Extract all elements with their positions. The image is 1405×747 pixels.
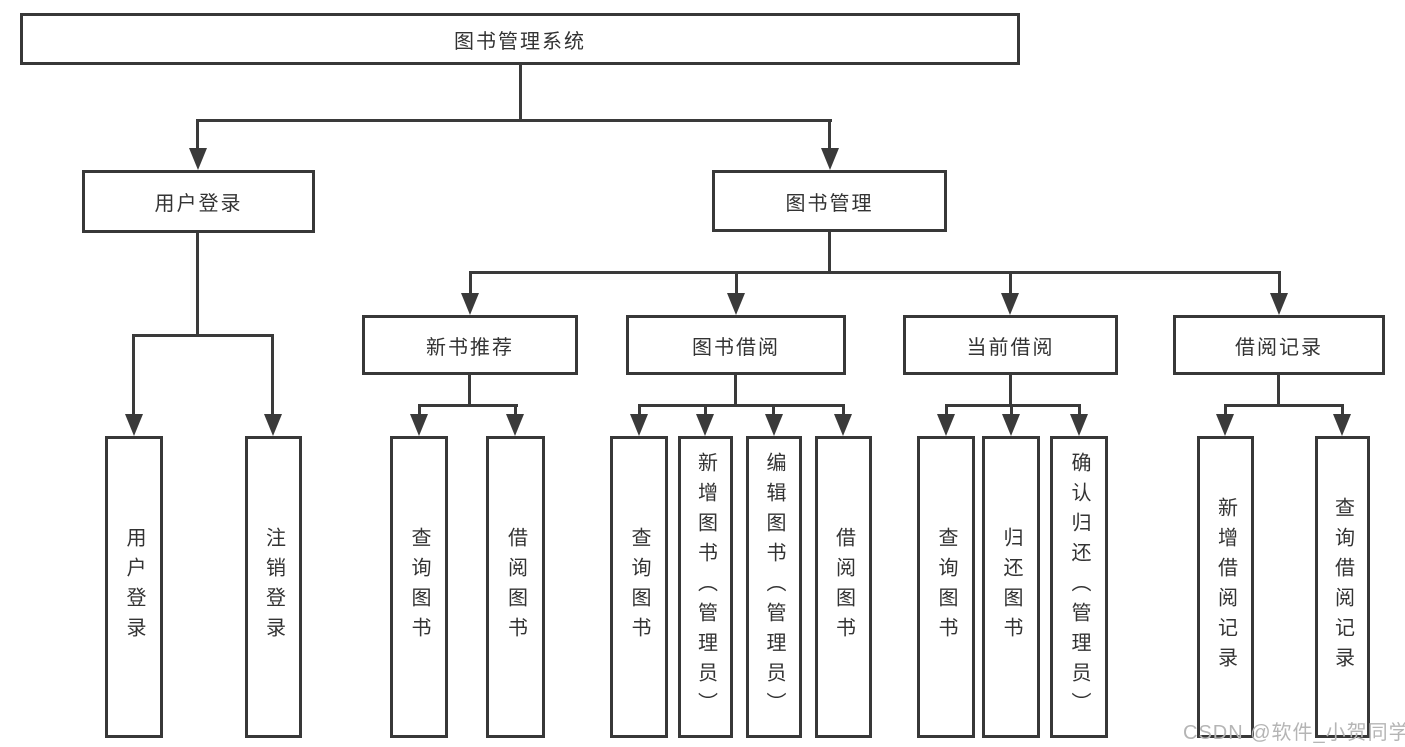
node-label: 图书借阅 xyxy=(692,336,780,359)
arrow-down-icon xyxy=(937,414,955,436)
connector-line xyxy=(1224,404,1343,407)
connector-line xyxy=(734,374,737,407)
connector-line xyxy=(735,271,738,295)
node-add-borrow-record: 新增借阅记录 xyxy=(1197,436,1254,738)
arrow-down-icon xyxy=(834,414,852,436)
arrow-down-icon xyxy=(506,414,524,436)
connector-line xyxy=(1010,404,1013,416)
connector-line xyxy=(1278,271,1281,295)
node-borrow-books: 借阅图书 xyxy=(815,436,872,738)
arrow-down-icon xyxy=(1070,414,1088,436)
node-label: 新增图书（管理员） xyxy=(694,452,717,722)
node-return-books: 归还图书 xyxy=(982,436,1040,738)
connector-line xyxy=(196,232,199,336)
node-label: 图书管理 xyxy=(785,192,874,215)
arrow-down-icon xyxy=(727,293,745,315)
node-borrow-books-recommend: 借阅图书 xyxy=(486,436,545,738)
connector-line xyxy=(1224,404,1227,416)
connector-line xyxy=(132,334,135,416)
node-label: 用户登录 xyxy=(123,527,145,647)
node-label: 查询借阅记录 xyxy=(1331,497,1354,677)
connector-line xyxy=(1277,374,1280,407)
node-borrowing-records: 借阅记录 xyxy=(1173,315,1385,375)
node-label: 用户登录 xyxy=(154,193,243,215)
node-label: 图书管理系统 xyxy=(454,30,586,53)
arrow-down-icon xyxy=(189,148,207,170)
connector-line xyxy=(828,231,831,273)
node-label: 新书推荐 xyxy=(426,336,514,359)
connector-line xyxy=(469,271,472,295)
connector-line xyxy=(1009,374,1012,407)
connector-line xyxy=(638,404,641,416)
arrow-down-icon xyxy=(1001,293,1019,315)
connector-line xyxy=(271,334,274,416)
watermark: CSDN @软件_小贺同学 xyxy=(1183,722,1405,744)
connector-line xyxy=(196,119,832,122)
node-logout: 注销登录 xyxy=(245,436,302,738)
node-label: 借阅图书 xyxy=(504,527,527,647)
arrow-down-icon xyxy=(1216,414,1234,436)
node-label: 编辑图书（管理员） xyxy=(763,452,785,722)
node-label: 确认归还（管理员） xyxy=(1068,452,1090,722)
node-book-management: 图书管理 xyxy=(712,170,947,232)
connector-line xyxy=(1341,404,1344,416)
arrow-down-icon xyxy=(630,414,648,436)
node-query-borrow-record: 查询借阅记录 xyxy=(1315,436,1370,738)
connector-line xyxy=(842,404,845,416)
connector-line xyxy=(468,374,471,407)
node-add-books-admin: 新增图书（管理员） xyxy=(678,436,733,738)
node-label: 当前借阅 xyxy=(966,336,1055,359)
connector-line xyxy=(418,404,421,416)
arrow-down-icon xyxy=(264,414,282,436)
node-label: 借阅图书 xyxy=(832,527,855,647)
node-query-books-borrowing: 查询图书 xyxy=(610,436,668,738)
node-book-borrowing: 图书借阅 xyxy=(626,315,846,375)
node-query-books-recommend: 查询图书 xyxy=(390,436,448,738)
connector-line xyxy=(828,119,831,151)
arrow-down-icon xyxy=(1002,414,1020,436)
node-new-book-recommend: 新书推荐 xyxy=(362,315,578,375)
arrow-down-icon xyxy=(125,414,143,436)
node-label: 归还图书 xyxy=(1000,527,1022,647)
arrow-down-icon xyxy=(1333,414,1351,436)
connector-line xyxy=(772,404,775,416)
node-user-login-branch: 用户登录 xyxy=(82,170,315,233)
node-confirm-return-admin: 确认归还（管理员） xyxy=(1050,436,1108,738)
node-query-books-current: 查询图书 xyxy=(917,436,975,738)
node-edit-books-admin: 编辑图书（管理员） xyxy=(746,436,802,738)
connector-line xyxy=(196,119,199,151)
connector-line xyxy=(1009,271,1012,295)
arrow-down-icon xyxy=(410,414,428,436)
node-label: 查询图书 xyxy=(628,527,650,647)
connector-line xyxy=(704,404,707,416)
connector-line xyxy=(132,334,274,337)
connector-line xyxy=(1078,404,1081,416)
node-book-management-system: 图书管理系统 xyxy=(20,13,1020,65)
node-label: 新增借阅记录 xyxy=(1214,497,1237,677)
arrow-down-icon xyxy=(696,414,714,436)
connector-line xyxy=(945,404,948,416)
arrow-down-icon xyxy=(1270,293,1288,315)
node-current-borrowing: 当前借阅 xyxy=(903,315,1118,375)
node-label: 借阅记录 xyxy=(1235,336,1323,359)
node-label: 注销登录 xyxy=(262,527,285,647)
connector-line xyxy=(638,404,845,407)
connector-line xyxy=(469,271,1281,274)
node-label: 查询图书 xyxy=(408,527,430,647)
arrow-down-icon xyxy=(821,148,839,170)
node-label: 查询图书 xyxy=(935,527,957,647)
arrow-down-icon xyxy=(461,293,479,315)
node-user-login: 用户登录 xyxy=(105,436,163,738)
connector-line xyxy=(519,64,522,121)
connector-line xyxy=(514,404,517,416)
arrow-down-icon xyxy=(765,414,783,436)
connector-line xyxy=(418,404,518,407)
